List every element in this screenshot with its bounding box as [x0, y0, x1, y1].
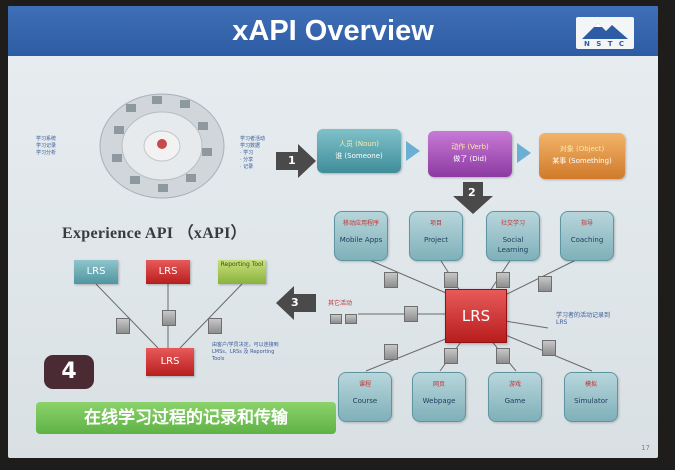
- step1-number: 1: [288, 154, 296, 167]
- step3-number: 3: [291, 296, 299, 309]
- node-game: 游戏 Game: [488, 372, 542, 422]
- lrs-connectors: [95, 255, 593, 372]
- flow-arrow-2: [517, 143, 531, 163]
- experience-api-title: Experience API （xAPI）: [62, 225, 247, 242]
- slide: xAPI Overview N S T C 学习系统学习记录学习分析 学习者活动…: [8, 6, 658, 458]
- node-coaching: 指导 Coaching: [560, 211, 614, 261]
- learning-activities-wheel-icon: [99, 93, 225, 199]
- lrs-box-b: LRS: [146, 260, 190, 284]
- connector-square: [116, 318, 130, 334]
- page-number: 17: [641, 444, 650, 452]
- connector-square: [384, 344, 398, 360]
- wheel-left-note: 学习系统学习记录学习分析: [36, 136, 57, 156]
- wheel-right-note: 学习者活动学习数据· 学习· 分享· 记录: [240, 136, 266, 170]
- verb-box: 动作 (Verb) 做了 (Did): [428, 131, 512, 177]
- step2-arrow-icon: [453, 182, 493, 214]
- node-social-learning: 社交学习 Social Learning: [486, 211, 540, 261]
- learner-activity-label: 学习者的活动记录到 LRS: [556, 312, 611, 326]
- actor-line1: 人员 (Noun): [338, 140, 380, 148]
- step1-arrow-icon: [276, 144, 316, 178]
- connector-square: [538, 276, 552, 292]
- other-activity-square: [345, 314, 357, 324]
- node-simulator: 模拟 Simulator: [564, 372, 618, 422]
- node-course: 课程 Course: [338, 372, 392, 422]
- lrs-box-a: LRS: [74, 260, 118, 284]
- verb-line2: 做了 (Did): [453, 155, 487, 163]
- verb-line1: 动作 (Verb): [451, 143, 489, 151]
- step2-number: 2: [468, 186, 476, 199]
- step3-arrow-icon: [276, 286, 316, 320]
- node-mobile-apps: 移动应用程序 Mobile Apps: [334, 211, 388, 261]
- title-bar: xAPI Overview N S T C: [8, 6, 658, 56]
- slide-title: xAPI Overview: [232, 15, 434, 47]
- connector-square: [162, 310, 176, 326]
- lrs-connection-note: 由客户/学员决定，可以连接到 LMSs、LRSs 及 Reporting Too…: [212, 342, 279, 362]
- node-project: 项目 Project: [409, 211, 463, 261]
- actor-line2: 谁 (Someone): [335, 152, 383, 160]
- connector-square: [496, 348, 510, 364]
- connector-square: [444, 272, 458, 288]
- org-logo: N S T C: [576, 17, 634, 49]
- connector-square: [444, 348, 458, 364]
- node-webpage: 网页 Webpage: [412, 372, 466, 422]
- lrs-central: LRS: [445, 289, 507, 343]
- flow-arrow-1: [406, 141, 420, 161]
- actor-box: 人员 (Noun) 谁 (Someone): [317, 129, 401, 173]
- connector-square: [542, 340, 556, 356]
- summary-banner: 在线学习过程的记录和传输: [36, 402, 336, 434]
- connector-square: [208, 318, 222, 334]
- lrs-box-bottom: LRS: [146, 348, 194, 376]
- connector-square: [384, 272, 398, 288]
- step4-badge: 4: [44, 355, 94, 389]
- object-line1: 对象 (Object): [559, 145, 605, 153]
- object-line2: 某事 (Something): [552, 157, 612, 165]
- connector-square: [404, 306, 418, 322]
- reporting-tool-box: Reporting Tool: [218, 260, 266, 284]
- object-box: 对象 (Object) 某事 (Something): [539, 133, 625, 179]
- mountain-logo-icon: [582, 23, 628, 39]
- other-activity-square: [330, 314, 342, 324]
- logo-text: N S T C: [583, 40, 627, 48]
- other-activities-label: 其它活动: [328, 300, 353, 307]
- connector-square: [496, 272, 510, 288]
